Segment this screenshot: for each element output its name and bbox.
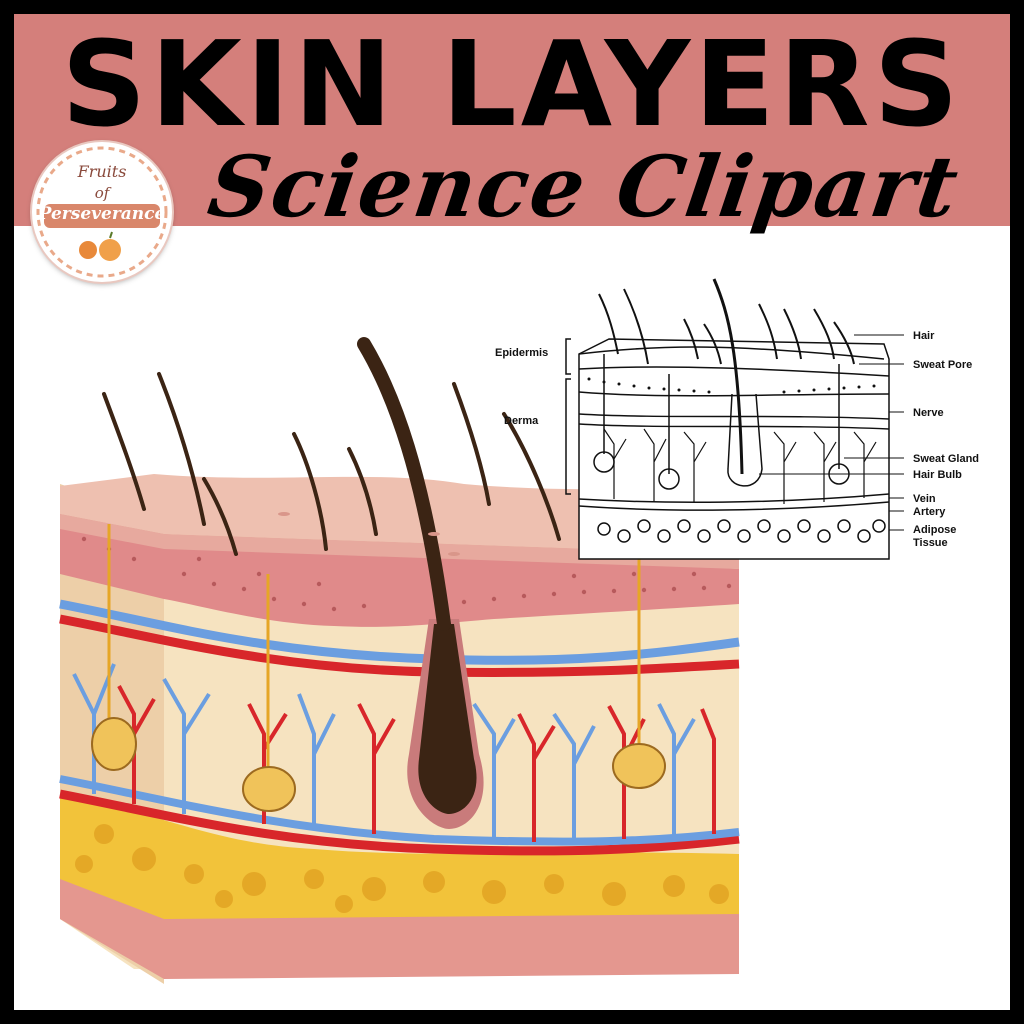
- line-top-surface: [578, 346, 885, 360]
- line-gland-2: [658, 468, 680, 490]
- label-epidermis: Epidermis: [495, 347, 548, 359]
- label-adipose: Adipose: [913, 524, 956, 536]
- central-hair-shaft: [357, 337, 451, 631]
- artery-lower: [59, 789, 740, 856]
- base-layer: [60, 874, 739, 979]
- label-tissue: Tissue: [913, 537, 948, 549]
- adipose-layer: [60, 794, 739, 919]
- title: SKIN LAYERS: [61, 15, 963, 153]
- line-branches: [603, 428, 877, 504]
- line-nerve-2: [578, 423, 890, 430]
- sweat-glands: [91, 717, 666, 812]
- leader-lines: [759, 334, 904, 531]
- logo-wreath-icon: [36, 146, 168, 278]
- line-artery: [578, 501, 890, 511]
- line-epidermis-edge: [578, 366, 890, 377]
- logo-text-of: of: [94, 184, 110, 202]
- label-sweat-gland: Sweat Gland: [913, 453, 979, 465]
- line-block: [578, 338, 890, 560]
- sweat-ducts: [107, 524, 641, 774]
- hair-bulb: [418, 624, 477, 814]
- label-hair: Hair: [913, 330, 935, 342]
- color-skin-illustration: [59, 337, 740, 984]
- line-gland-1: [593, 451, 615, 473]
- line-follicle: [727, 393, 763, 487]
- logo-text-fruits: Fruits: [77, 162, 127, 181]
- line-nerve: [578, 413, 890, 420]
- epidermis-bracket: [565, 338, 571, 375]
- title-banner: SKIN LAYERS Science Clipart: [14, 14, 1010, 236]
- line-vein: [578, 493, 890, 504]
- line-central-hair: [712, 278, 744, 475]
- line-art-skin-diagram: [565, 278, 904, 560]
- page-frame: SKIN LAYERS Science Clipart: [14, 14, 1010, 1010]
- line-dermis-top: [578, 391, 890, 397]
- diagram-canvas: Epidermis Derma Hair Sweat Pore Nerve Sw…: [59, 278, 979, 984]
- vein-lower: [59, 775, 740, 846]
- logo-text-perseverance: Perseverance: [38, 204, 166, 224]
- brand-logo: Fruits of Perseverance: [32, 142, 172, 282]
- line-dot-band: [587, 377, 876, 394]
- fat-cells: [75, 824, 729, 913]
- line-adipose-cells: [597, 519, 886, 543]
- label-hair-bulb: Hair Bulb: [913, 469, 962, 481]
- label-artery: Artery: [913, 506, 946, 518]
- line-hairs: [598, 288, 855, 365]
- label-sweat-pore: Sweat Pore: [913, 359, 972, 371]
- label-derma: Derma: [504, 415, 539, 427]
- label-vein: Vein: [913, 493, 936, 505]
- label-nerve: Nerve: [913, 407, 944, 419]
- vein-branches: [72, 663, 696, 842]
- derma-bracket: [565, 378, 571, 495]
- epidermis-edge: [60, 514, 739, 569]
